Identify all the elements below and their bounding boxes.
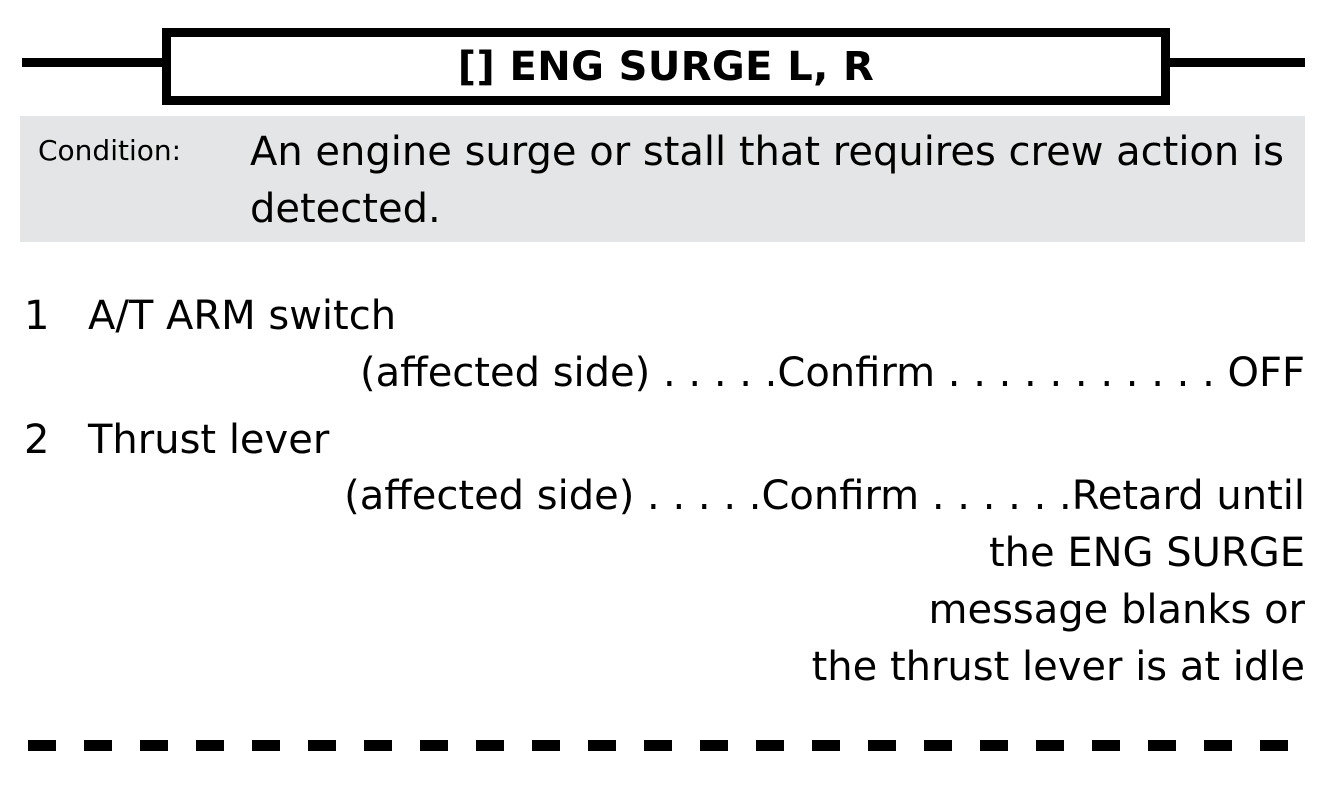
rule-dash [532,740,560,751]
rule-dash [476,740,504,751]
rule-dash [28,740,56,751]
item-body: Thrust lever (affected side) . . . . .Co… [88,412,1305,696]
checklist-item: 1 A/T ARM switch (affected side) . . . .… [0,288,1324,402]
rule-dash [364,740,392,751]
item-number: 1 [24,293,50,339]
item-subject-line: A/T ARM switch [88,293,397,339]
checklist-item: 2 Thrust lever (affected side) . . . . .… [0,412,1324,696]
checklist-header: [] ENG SURGE L, R [0,0,1324,112]
rule-dash [700,740,728,751]
condition-block: Condition: An engine surge or stall that… [20,116,1305,242]
rule-dash [140,740,168,751]
rule-dash [868,740,896,751]
rule-dash [588,740,616,751]
rule-dash [644,740,672,751]
rule-dash [812,740,840,751]
header-rule-left [22,58,164,67]
rule-dash [1092,740,1120,751]
item-subject-line: Thrust lever [88,416,330,463]
item-continuation-line: the ENG SURGE [989,530,1305,577]
item-action-line: (affected side) . . . . .Confirm . . . .… [360,349,1305,396]
page-title: [] ENG SURGE L, R [457,43,875,90]
rule-dash [1260,740,1288,751]
item-continuation-line: the thrust lever is at idle [811,643,1305,690]
rule-dash [252,740,280,751]
item-body: A/T ARM switch (affected side) . . . . .… [88,288,1305,402]
rule-dash [196,740,224,751]
item-continuation-line: message blanks or [928,586,1305,633]
rule-dash [756,740,784,751]
rule-dash [84,740,112,751]
condition-label: Condition: [38,134,182,167]
header-rule-right [1168,58,1305,67]
item-action-line: (affected side) . . . . .Confirm . . . .… [344,473,1305,520]
rule-dash [1036,740,1064,751]
rule-dash [924,740,952,751]
checklist-title-box: [] ENG SURGE L, R [162,28,1170,105]
rule-dash [1148,740,1176,751]
rule-dash [980,740,1008,751]
footer-dashed-rule [28,740,1305,751]
rule-dash [420,740,448,751]
condition-text: An engine surge or stall that requires c… [250,129,1284,232]
checklist-items: 1 A/T ARM switch (affected side) . . . .… [0,288,1324,706]
item-number: 2 [24,416,50,463]
rule-dash [1204,740,1232,751]
rule-dash [308,740,336,751]
